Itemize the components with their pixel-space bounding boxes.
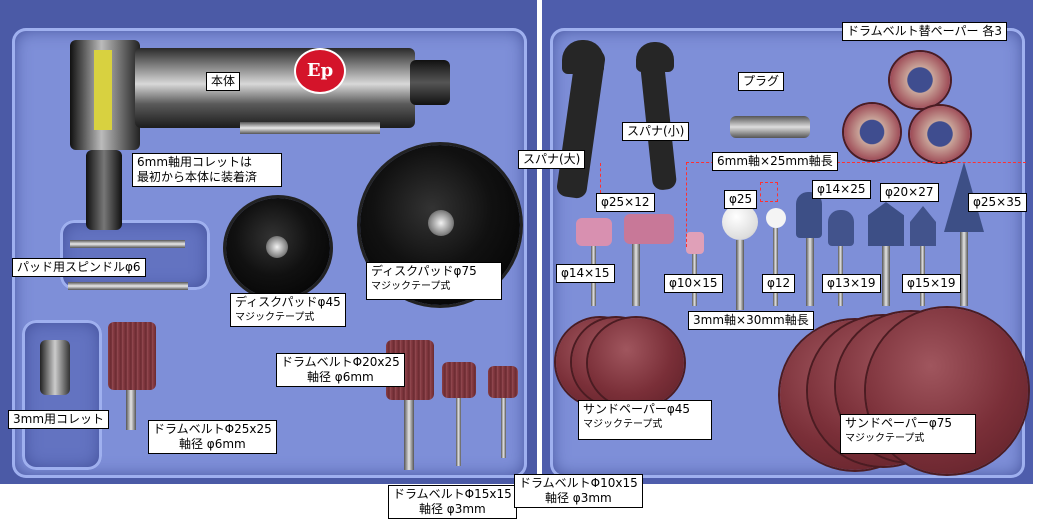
pad-spindle-1 bbox=[70, 240, 185, 248]
spindle-slot bbox=[60, 220, 210, 290]
stone-phi20x27-shaft bbox=[882, 246, 890, 306]
stone-phi14x15 bbox=[576, 218, 612, 246]
grinder-warning-sticker bbox=[94, 50, 112, 130]
dash-guide-phi25 bbox=[760, 182, 778, 202]
air-plug bbox=[730, 116, 810, 138]
stone-phi12 bbox=[766, 208, 786, 228]
label-phi13x19: φ13×19 bbox=[822, 274, 881, 293]
stone-phi25 bbox=[722, 204, 758, 240]
label-body: 本体 bbox=[206, 72, 241, 91]
label-phi14x25: φ14×25 bbox=[812, 180, 871, 199]
disc-pad-75-hub bbox=[428, 210, 454, 236]
collet-3mm bbox=[40, 340, 70, 395]
label-pad-spindle: パッド用スピンドルφ6 bbox=[12, 258, 146, 277]
stone-phi25x12-shaft bbox=[632, 244, 640, 306]
drum-belt-25-shaft bbox=[126, 390, 136, 430]
drum-belt-15 bbox=[442, 362, 476, 398]
drum-paper-2 bbox=[844, 104, 900, 160]
drum-belt-25 bbox=[108, 322, 156, 390]
label-spanner-large: スパナ(大) bbox=[518, 150, 586, 169]
spanner-small-jaw bbox=[636, 42, 674, 72]
dash-guide-shaft6 bbox=[686, 162, 1026, 163]
stone-phi25x12 bbox=[624, 214, 674, 244]
label-drum-paper: ドラムベルト替ペーパー 各3 bbox=[842, 22, 1007, 41]
label-phi20x27: φ20×27 bbox=[880, 183, 939, 202]
label-phi10x15: φ10×15 bbox=[664, 274, 723, 293]
label-shaft-3x30: 3mm軸×30mm軸長 bbox=[688, 311, 814, 330]
grinder-air-inlet bbox=[410, 60, 450, 105]
drum-belt-15-shaft bbox=[456, 398, 461, 466]
label-phi14x15: φ14×15 bbox=[556, 264, 615, 283]
stone-phi13x19 bbox=[828, 210, 854, 246]
stone-phi12-shaft bbox=[773, 228, 778, 306]
label-phi25x12: φ25×12 bbox=[596, 193, 655, 212]
drum-belt-10 bbox=[488, 366, 518, 398]
grinder-lever bbox=[240, 122, 380, 134]
label-phi25x35: φ25×35 bbox=[968, 193, 1027, 212]
label-phi12: φ12 bbox=[762, 274, 796, 293]
spanner-large-jaw bbox=[562, 40, 604, 74]
grinder-barrel bbox=[135, 48, 415, 128]
drum-belt-10-shaft bbox=[501, 398, 506, 458]
ep-logo bbox=[296, 50, 344, 92]
drum-paper-3 bbox=[910, 106, 970, 162]
label-shaft-6x25: 6mm軸×25mm軸長 bbox=[712, 152, 838, 171]
label-collet-6mm: 6mm軸用コレットは最初から本体に装着済 bbox=[132, 153, 282, 187]
drum-belt-20-shaft bbox=[404, 400, 414, 470]
label-spanner-small: スパナ(小) bbox=[622, 122, 690, 141]
grinder-collet-nut bbox=[86, 150, 122, 230]
stone-phi14x25-shaft bbox=[806, 238, 814, 306]
sandpaper-45-3 bbox=[588, 318, 684, 408]
dash-guide-a bbox=[600, 163, 601, 193]
case-divider bbox=[537, 0, 542, 484]
pad-spindle-2 bbox=[68, 282, 188, 290]
label-phi15x19: φ15×19 bbox=[902, 274, 961, 293]
stone-phi14x25 bbox=[796, 192, 822, 238]
label-plug: プラグ bbox=[738, 72, 785, 91]
disc-pad-45-hub bbox=[266, 236, 288, 258]
drum-paper-1 bbox=[890, 52, 950, 108]
label-collet-3mm: 3mm用コレット bbox=[8, 410, 110, 429]
label-phi25: φ25 bbox=[724, 190, 758, 209]
stone-phi10x15 bbox=[686, 232, 704, 254]
stone-phi25x35-shaft bbox=[960, 232, 968, 306]
dash-guide-shaft6-left bbox=[686, 162, 687, 247]
ep-logo-text: Ep bbox=[306, 60, 334, 81]
stone-phi25-shaft bbox=[736, 240, 744, 310]
